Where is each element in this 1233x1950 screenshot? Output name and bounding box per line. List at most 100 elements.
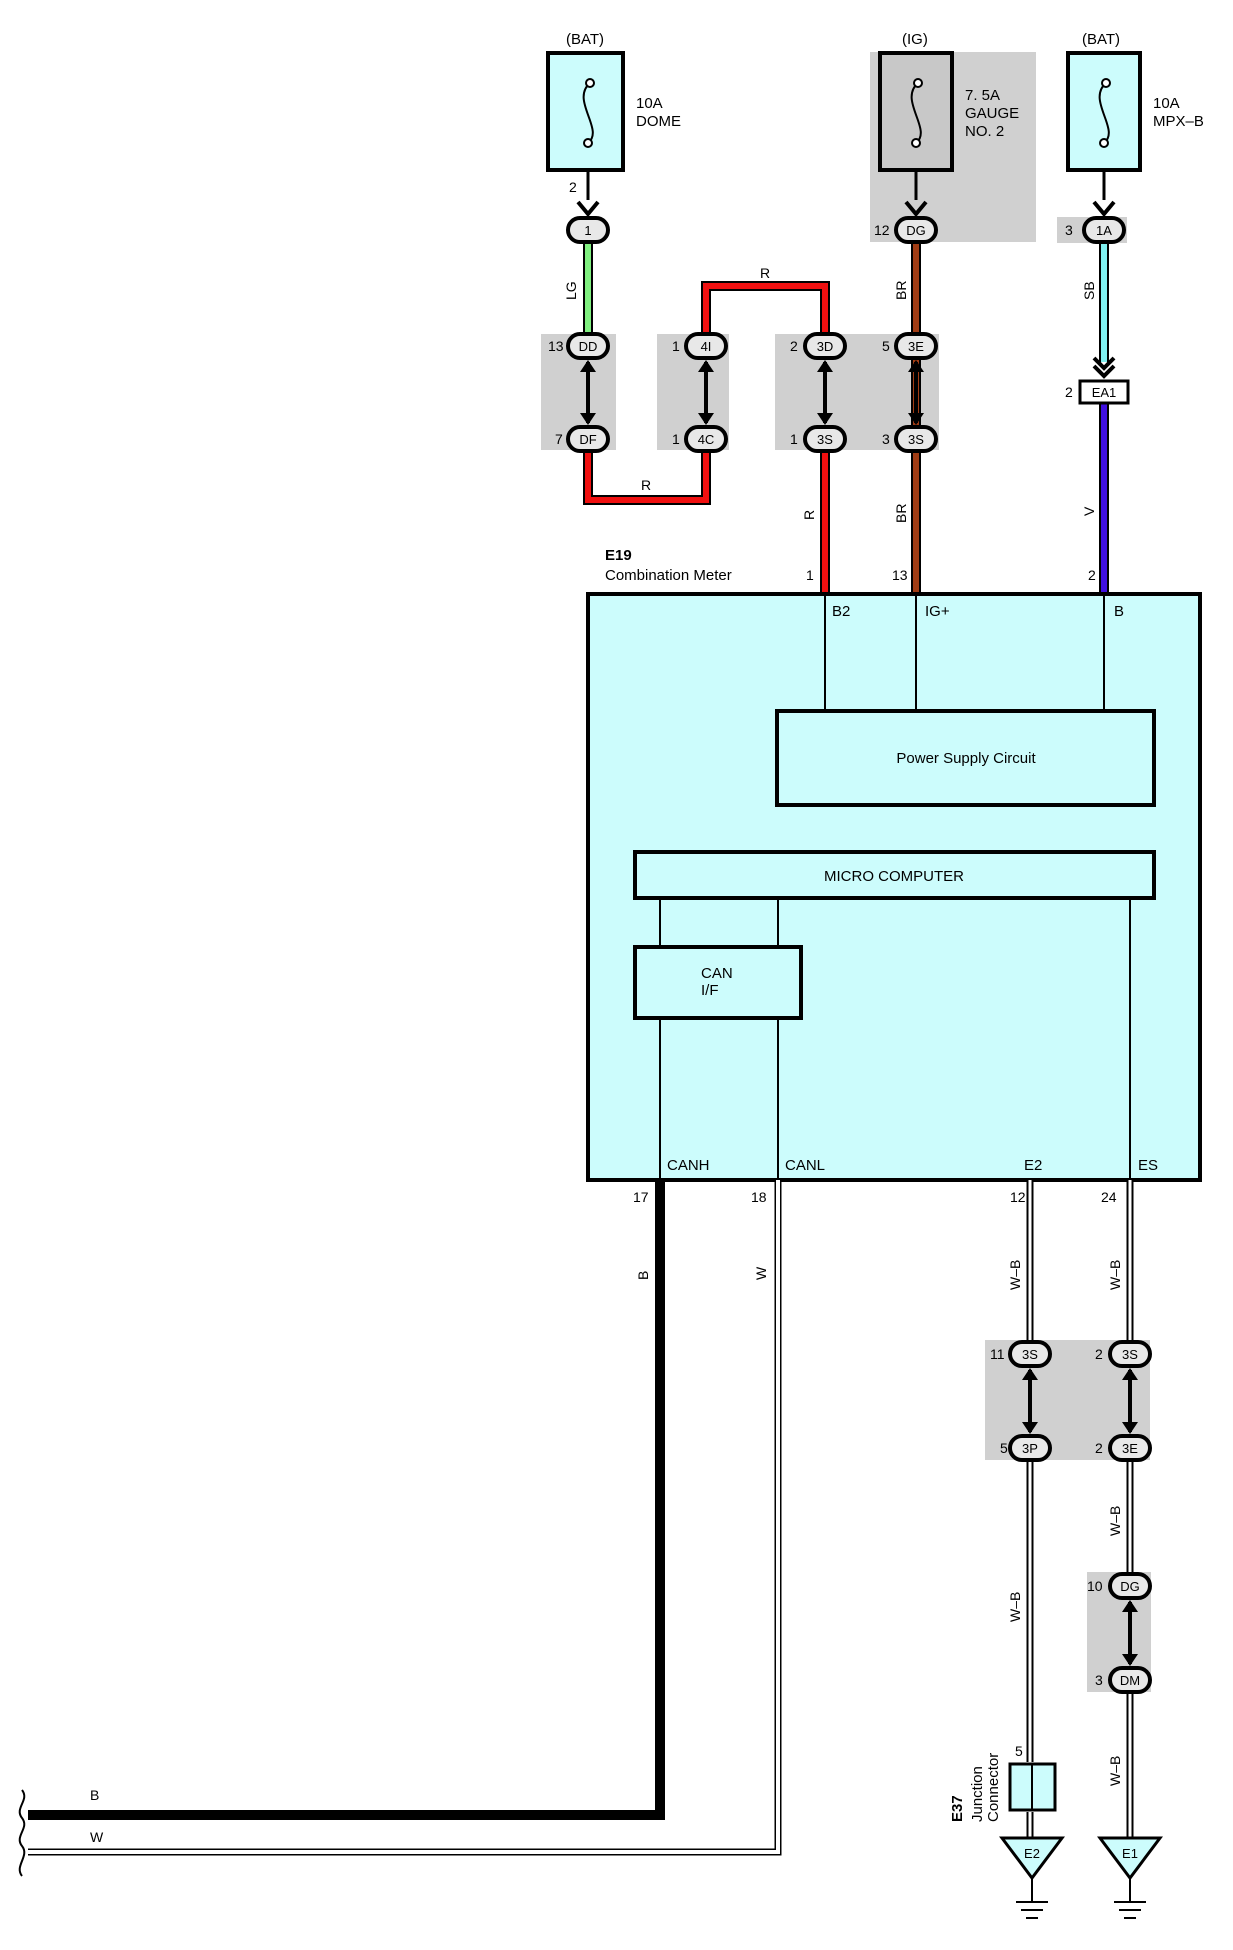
fuse-mpx: (BAT) 10A MPX–B — [1066, 31, 1204, 172]
svg-text:18: 18 — [751, 1189, 767, 1205]
connector-1a: 1A 3 — [1065, 200, 1126, 244]
fuse-dome-name: DOME — [636, 113, 681, 130]
svg-text:2: 2 — [1095, 1346, 1103, 1362]
svg-text:2: 2 — [790, 338, 798, 354]
svg-text:B: B — [635, 1271, 651, 1280]
fuse-icon — [1098, 82, 1110, 144]
svg-text:R: R — [641, 477, 651, 493]
svg-text:5: 5 — [1015, 1743, 1023, 1759]
svg-text:DM: DM — [1120, 1673, 1140, 1688]
connector-pair-3d-3s: 3D 2 3S 1 — [790, 332, 847, 453]
svg-text:13: 13 — [548, 338, 564, 354]
fuse-dome-pin: 2 — [569, 179, 577, 195]
fuse-dome: (BAT) 10A DOME 2 — [546, 31, 681, 195]
connector-pair-3s-3e: 3S 2 3E 2 — [1095, 1340, 1152, 1462]
svg-text:V: V — [1081, 506, 1097, 516]
svg-text:E37: E37 — [949, 1795, 966, 1822]
svg-text:W: W — [753, 1266, 769, 1280]
svg-text:BR: BR — [893, 504, 909, 523]
svg-text:EA1: EA1 — [1092, 385, 1117, 400]
svg-text:ES: ES — [1138, 1157, 1158, 1174]
svg-text:SB: SB — [1081, 281, 1097, 300]
svg-text:W–B: W–B — [1107, 1260, 1123, 1290]
svg-text:12: 12 — [1010, 1189, 1026, 1205]
svg-text:3E: 3E — [1122, 1441, 1138, 1456]
connector-pair-3e-3s: 3E 5 3S 3 — [882, 332, 938, 453]
svg-text:4I: 4I — [701, 339, 712, 354]
svg-text:3: 3 — [1065, 222, 1073, 238]
svg-text:3: 3 — [882, 431, 890, 447]
svg-text:Connector: Connector — [985, 1753, 1002, 1822]
wire-labels-upper: LG R BR SB R R BR V — [563, 265, 1097, 523]
ground-e2: E2 — [999, 1836, 1065, 1919]
svg-text:3P: 3P — [1022, 1441, 1038, 1456]
svg-text:4C: 4C — [698, 432, 715, 447]
svg-text:2: 2 — [1095, 1440, 1103, 1456]
svg-text:1: 1 — [672, 431, 680, 447]
svg-text:5: 5 — [1000, 1440, 1008, 1456]
fuse-gauge-source: (IG) — [902, 31, 928, 48]
svg-text:11: 11 — [990, 1346, 1005, 1362]
svg-text:2: 2 — [1088, 567, 1096, 583]
micro-computer — [633, 850, 1156, 900]
svg-text:24: 24 — [1101, 1189, 1117, 1205]
connector-pair-4i-4c: 4I 1 4C 1 — [672, 332, 728, 453]
svg-text:CANL: CANL — [785, 1157, 825, 1174]
svg-text:10: 10 — [1087, 1578, 1103, 1594]
can-wires — [18, 1180, 782, 1877]
svg-text:1: 1 — [584, 223, 591, 238]
fuse-leads — [586, 170, 1106, 200]
svg-text:DG: DG — [906, 223, 926, 238]
fuse-mpx-source: (BAT) — [1082, 31, 1120, 48]
svg-text:13: 13 — [892, 567, 908, 583]
svg-text:W–B: W–B — [1107, 1756, 1123, 1786]
svg-text:3S: 3S — [908, 432, 924, 447]
svg-text:E2: E2 — [1024, 1846, 1040, 1861]
ground-wires — [1026, 1180, 1134, 1838]
meter-id: E19 — [605, 547, 632, 564]
svg-text:W: W — [90, 1829, 104, 1845]
ground-wire-labels: W–B W–B W–B W–B W–B — [1007, 1260, 1123, 1786]
meter-name: Combination Meter — [605, 567, 732, 584]
svg-text:DF: DF — [579, 432, 596, 447]
fuse-icon — [582, 82, 594, 144]
svg-text:R: R — [801, 510, 817, 520]
svg-text:17: 17 — [633, 1189, 649, 1205]
svg-text:1A: 1A — [1096, 223, 1112, 238]
svg-text:DD: DD — [579, 339, 598, 354]
fuse-gauge-no: NO. 2 — [965, 123, 1004, 140]
svg-text:DG: DG — [1120, 1579, 1140, 1594]
svg-text:7: 7 — [555, 431, 563, 447]
fuse-gauge: (IG) 7. 5A GAUGE NO. 2 — [878, 31, 1019, 172]
connector-pair-3s-3p: 3S 11 3P 5 — [990, 1340, 1052, 1462]
ground-icon — [1114, 1901, 1146, 1919]
power-supply-circuit — [775, 709, 1156, 807]
svg-text:B: B — [90, 1787, 99, 1803]
fuse-gauge-name: GAUGE — [965, 105, 1019, 122]
svg-text:B2: B2 — [832, 603, 850, 620]
fuse-dome-source: (BAT) — [566, 31, 604, 48]
fuse-gauge-rating: 7. 5A — [965, 87, 1000, 104]
fuse-icon — [910, 82, 922, 144]
junction-connector: 5 E37 Junction Connector — [949, 1743, 1057, 1822]
ground-icon — [1016, 1901, 1048, 1919]
svg-text:3S: 3S — [1122, 1347, 1138, 1362]
svg-text:I/F: I/F — [701, 982, 719, 999]
svg-text:CANH: CANH — [667, 1157, 710, 1174]
svg-text:3E: 3E — [908, 339, 924, 354]
svg-text:1: 1 — [806, 567, 814, 583]
fuse-dome-rating: 10A — [636, 95, 663, 112]
svg-text:CAN: CAN — [701, 965, 733, 982]
connector-pair-dg-dm: DG 10 DM 3 — [1087, 1572, 1152, 1694]
connector-pair-dd-df: DD 13 DF 7 — [548, 332, 610, 453]
svg-text:Power Supply Circuit: Power Supply Circuit — [896, 750, 1036, 767]
fuse-mpx-rating: 10A — [1153, 95, 1180, 112]
ground-e1: E1 — [1097, 1836, 1163, 1919]
combination-meter: E19 Combination Meter 1 13 2 B2 IG+ B Po… — [586, 547, 1202, 1205]
svg-text:W–B: W–B — [1007, 1260, 1023, 1290]
can-interface — [633, 945, 803, 1020]
svg-text:MICRO COMPUTER: MICRO COMPUTER — [824, 868, 964, 885]
svg-text:5: 5 — [882, 338, 890, 354]
connector-ea1: EA1 2 — [1065, 356, 1130, 405]
